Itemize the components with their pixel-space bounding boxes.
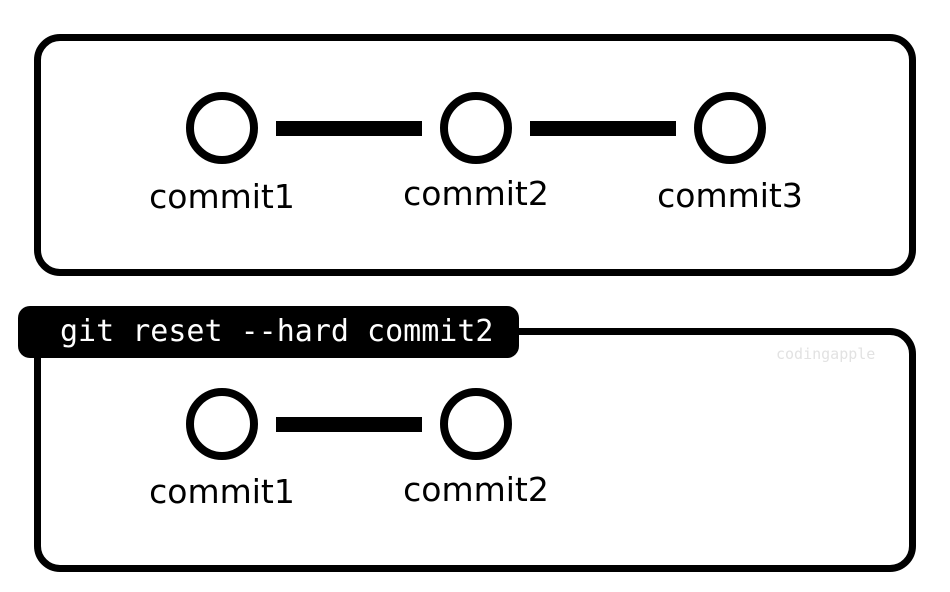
commit2-label: commit2 — [403, 174, 549, 213]
commit3-label: commit3 — [657, 176, 803, 215]
edge-commit1-commit2-after — [276, 417, 422, 432]
command-tag: git reset --hard commit2 — [18, 306, 520, 358]
commit1-label-after: commit1 — [149, 472, 295, 511]
commit1-node-after — [186, 388, 258, 460]
edge-commit1-commit2 — [276, 121, 422, 136]
commit1-node — [186, 92, 258, 164]
commit2-label-after: commit2 — [403, 470, 549, 509]
commit2-node — [440, 92, 512, 164]
commit2-node-after — [440, 388, 512, 460]
commit1-label: commit1 — [149, 177, 295, 216]
watermark: codingapple — [776, 345, 876, 363]
commit3-node — [694, 92, 766, 164]
edge-commit2-commit3 — [530, 121, 676, 136]
